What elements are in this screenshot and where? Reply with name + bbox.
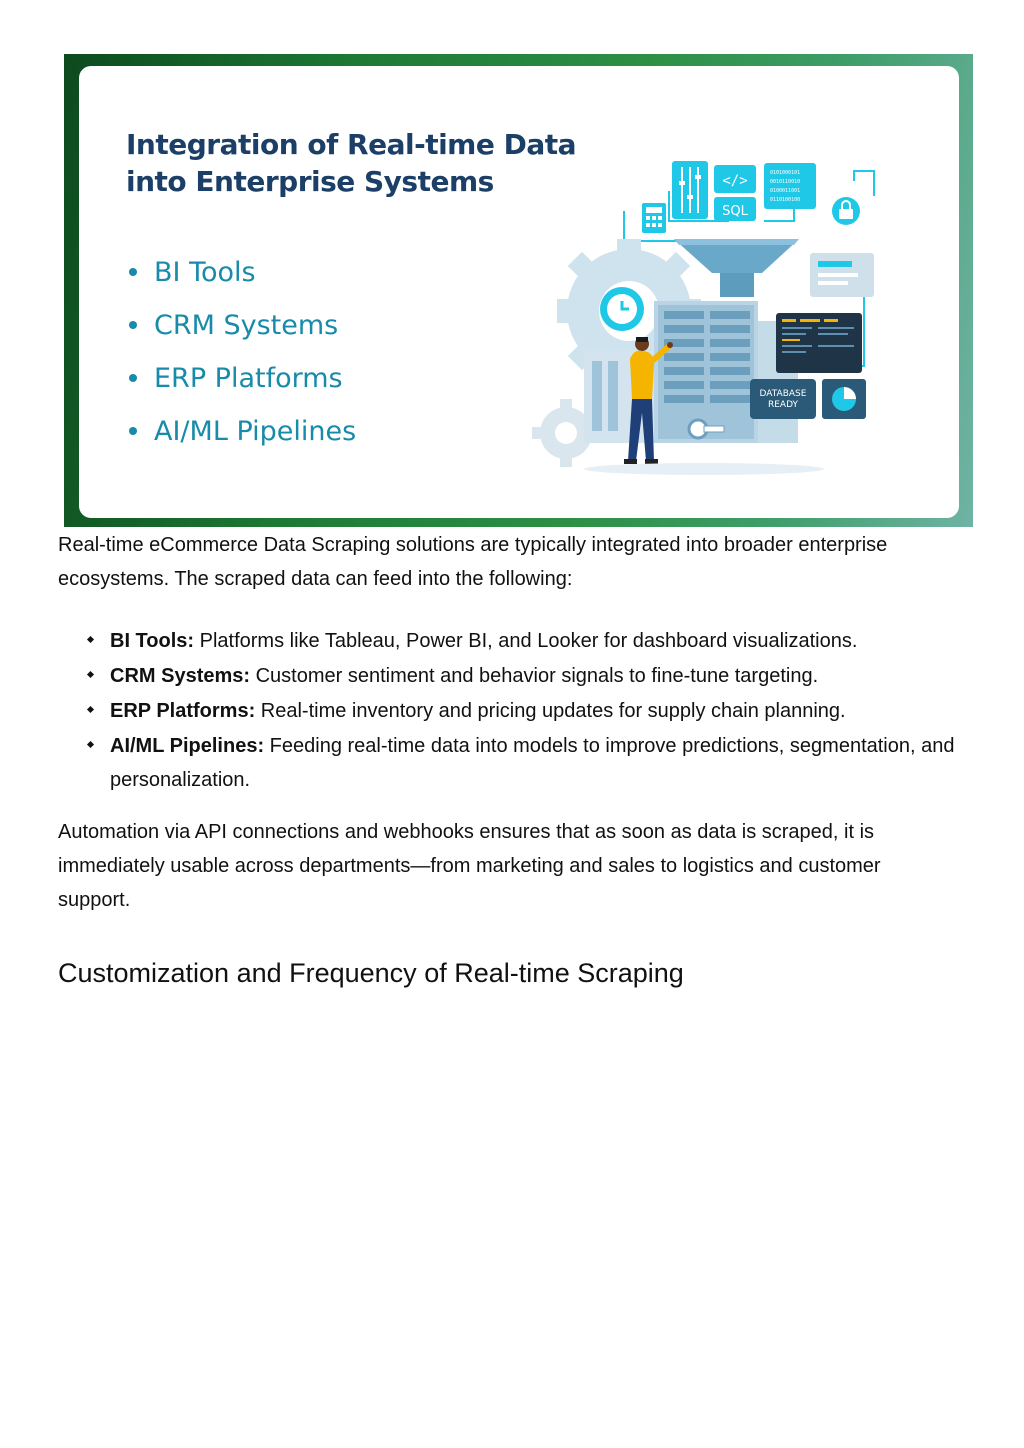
database-ready-badge: DATABASE READY <box>750 379 816 419</box>
person-icon <box>624 337 673 464</box>
list-item-label: ERP Platforms: <box>110 700 256 722</box>
clock-icon <box>600 287 644 331</box>
code-icon: </> <box>714 165 756 193</box>
integration-list: BI Tools: Platforms like Tableau, Power … <box>110 624 960 798</box>
list-item-label: BI Tools: <box>110 630 195 652</box>
server-rack-icon <box>584 301 798 443</box>
lock-icon <box>832 197 860 225</box>
automation-paragraph: Automation via API connections and webho… <box>58 821 881 911</box>
list-item-text: Real-time inventory and pricing updates … <box>255 700 846 722</box>
binary-line-1: 0101000101 <box>770 170 800 176</box>
banner-title: Integration of Real-time Data into Enter… <box>126 126 626 200</box>
binary-line-4: 0110100100 <box>770 197 800 203</box>
sql-icon: SQL <box>714 197 756 221</box>
list-item-ai-ml-pipelines: AI/ML Pipelines: Feeding real-time data … <box>110 729 960 797</box>
sliders-panel-icon <box>672 161 708 219</box>
intro-paragraph: Real-time eCommerce Data Scraping soluti… <box>58 534 888 590</box>
list-item-text: Platforms like Tableau, Power BI, and Lo… <box>194 630 858 652</box>
banner-list: BI Tools CRM Systems ERP Platforms AI/ML… <box>126 246 356 458</box>
small-gear-icon <box>532 399 600 467</box>
banner-title-line2: into Enterprise Systems <box>126 165 494 198</box>
banner-item-erp-platforms: ERP Platforms <box>126 352 356 405</box>
hero-banner: Integration of Real-time Data into Enter… <box>64 54 973 527</box>
banner-title-line1: Integration of Real-time Data <box>126 128 577 161</box>
floating-panel-icon <box>810 253 874 297</box>
monitor-icon <box>776 313 862 373</box>
list-item-text: Customer sentiment and behavior signals … <box>250 665 819 687</box>
banner-item-crm-systems: CRM Systems <box>126 299 356 352</box>
list-item-label: AI/ML Pipelines: <box>110 735 265 757</box>
section-heading: Customization and Frequency of Real-time… <box>58 958 684 988</box>
banner-item-ai-ml-pipelines: AI/ML Pipelines <box>126 405 356 458</box>
ready-label: READY <box>768 400 799 410</box>
database-label: DATABASE <box>760 389 807 399</box>
key-icon <box>687 418 725 440</box>
list-item-bi-tools: BI Tools: Platforms like Tableau, Power … <box>110 624 960 658</box>
sql-label: SQL <box>722 204 748 219</box>
list-item-erp-platforms: ERP Platforms: Real-time inventory and p… <box>110 694 960 728</box>
binary-line-2: 0010110010 <box>770 179 800 185</box>
list-item-text: Feeding real-time data into models to im… <box>110 735 955 791</box>
pie-chart-icon <box>822 379 866 419</box>
list-item-label: CRM Systems: <box>110 665 251 687</box>
list-item-crm-systems: CRM Systems: Customer sentiment and beha… <box>110 659 960 693</box>
binary-line-3: 0100011001 <box>770 188 800 194</box>
ground-shadow <box>584 463 824 475</box>
calculator-icon <box>642 203 666 233</box>
banner-card: Integration of Real-time Data into Enter… <box>79 66 959 518</box>
data-integration-illustration: </> SQL 0101000101 0010110010 0100011001… <box>532 161 875 475</box>
banner-item-bi-tools: BI Tools <box>126 246 356 299</box>
funnel-icon <box>674 239 799 297</box>
binary-data-icon: 0101000101 0010110010 0100011001 0110100… <box>764 163 816 209</box>
code-label: </> <box>722 173 747 189</box>
